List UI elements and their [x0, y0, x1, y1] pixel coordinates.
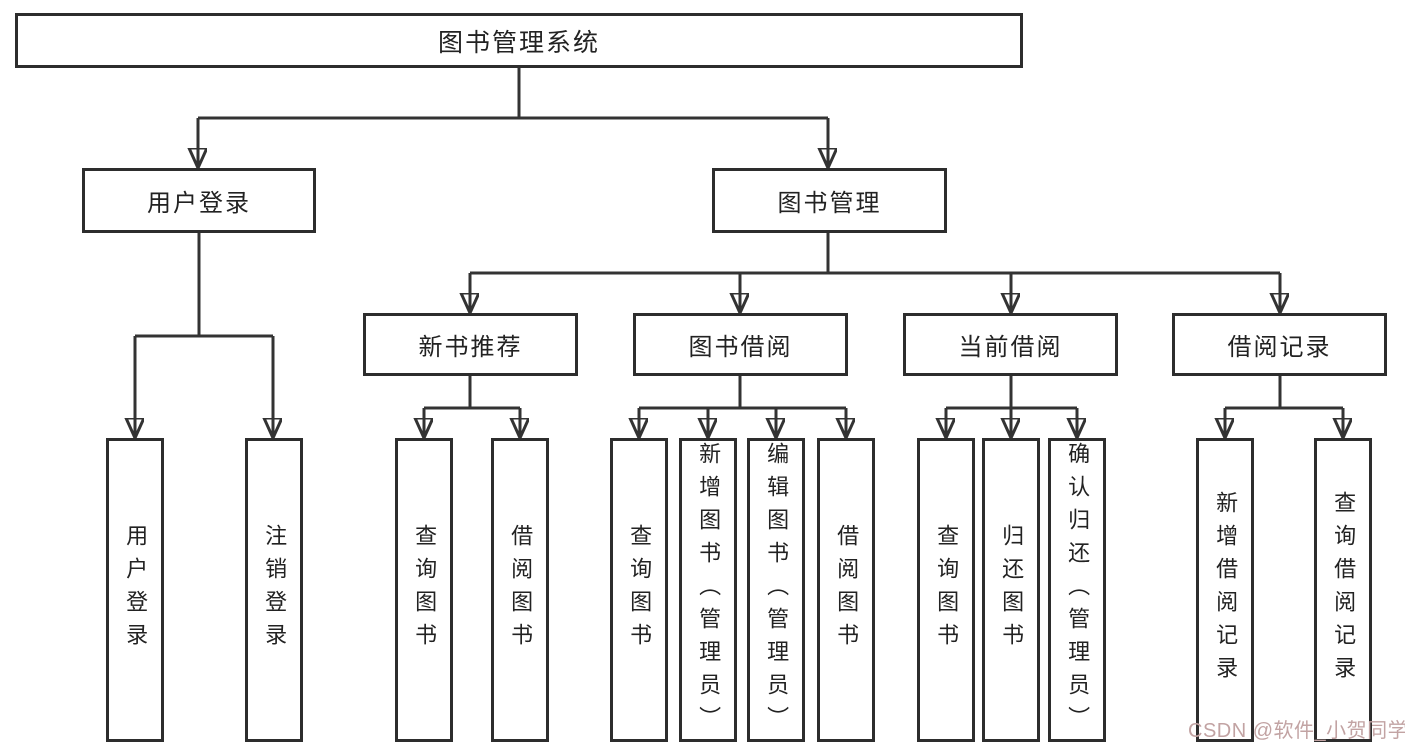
leaf-nbr-borrow-book: 借阅图书: [491, 438, 549, 742]
node-root: 图书管理系统: [15, 13, 1023, 68]
leaf-user-login: 用户登录: [106, 438, 164, 742]
node-current-borrow: 当前借阅: [903, 313, 1118, 376]
leaf-user-login-label: 用户登录: [123, 524, 149, 656]
leaf-cb-confirm-return: 确认归还（管理员）: [1048, 438, 1106, 742]
node-borrow-record-label: 借阅记录: [1227, 334, 1332, 361]
leaf-br-add-record: 新增借阅记录: [1196, 438, 1254, 742]
leaf-cb-query-book: 查询图书: [917, 438, 975, 742]
node-current-borrow-label: 当前借阅: [958, 334, 1063, 361]
node-user-login: 用户登录: [82, 168, 316, 233]
node-new-book-recommend: 新书推荐: [363, 313, 578, 376]
node-book-borrow-label: 图书借阅: [688, 334, 793, 361]
leaf-logout-label: 注销登录: [262, 524, 288, 656]
leaf-bb-edit-book-label: 编辑图书（管理员）: [764, 441, 790, 739]
leaf-br-add-record-label: 新增借阅记录: [1213, 491, 1239, 689]
leaf-nbr-query-book-label: 查询图书: [412, 524, 438, 656]
leaf-bb-borrow-book: 借阅图书: [817, 438, 875, 742]
leaf-logout: 注销登录: [245, 438, 303, 742]
leaf-cb-query-book-label: 查询图书: [934, 524, 960, 656]
leaf-cb-confirm-return-label: 确认归还（管理员）: [1065, 441, 1091, 739]
csdn-watermark: CSDN @软件_小贺同学: [1188, 720, 1405, 742]
node-borrow-record: 借阅记录: [1172, 313, 1387, 376]
leaf-nbr-borrow-book-label: 借阅图书: [508, 524, 534, 656]
leaf-br-query-record: 查询借阅记录: [1314, 438, 1372, 742]
leaf-cb-return-book: 归还图书: [982, 438, 1040, 742]
node-book-management-label: 图书管理: [777, 190, 882, 217]
leaf-br-query-record-label: 查询借阅记录: [1331, 491, 1357, 689]
leaf-bb-edit-book: 编辑图书（管理员）: [747, 438, 805, 742]
node-root-label: 图书管理系统: [437, 28, 600, 57]
leaf-cb-return-book-label: 归还图书: [999, 524, 1025, 656]
leaf-nbr-query-book: 查询图书: [395, 438, 453, 742]
leaf-bb-query-book: 查询图书: [610, 438, 668, 742]
leaf-bb-add-book-label: 新增图书（管理员）: [696, 441, 722, 739]
node-book-management: 图书管理: [712, 168, 947, 233]
leaf-bb-query-book-label: 查询图书: [627, 524, 653, 656]
node-book-borrow: 图书借阅: [633, 313, 848, 376]
leaf-bb-borrow-book-label: 借阅图书: [834, 524, 860, 656]
node-user-login-label: 用户登录: [147, 190, 251, 217]
leaf-bb-add-book: 新增图书（管理员）: [679, 438, 737, 742]
node-new-book-recommend-label: 新书推荐: [418, 334, 523, 361]
